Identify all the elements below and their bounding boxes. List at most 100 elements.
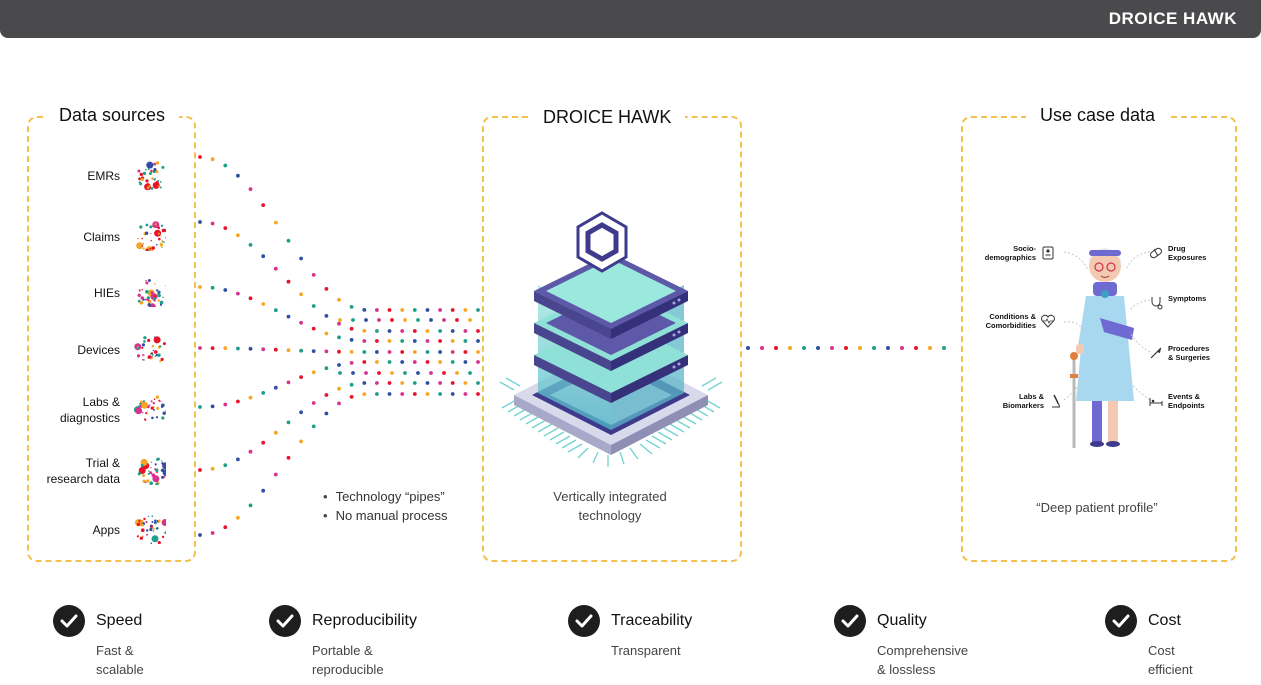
- usecase-item-label: Symptoms: [1168, 294, 1207, 303]
- pipe-dot: [210, 346, 215, 350]
- pipe-dot: [349, 305, 354, 309]
- pipe-dot: [375, 381, 379, 385]
- pipe-dot: [375, 360, 379, 364]
- output-dot: [788, 346, 792, 350]
- pipe-dot: [337, 335, 341, 340]
- pipe-dot: [400, 360, 405, 364]
- pipe-dot: [223, 346, 228, 351]
- pipe-dot: [476, 350, 480, 354]
- pipe-dot: [476, 308, 480, 312]
- pipe-dot: [248, 395, 253, 400]
- source-label: Trial & research data: [46, 456, 120, 486]
- pipe-dot: [400, 308, 405, 312]
- pipe-dot: [337, 363, 341, 367]
- feature-subtitle: Fast & scalable: [96, 643, 144, 677]
- pipe-dot: [198, 533, 202, 537]
- pipe-dot: [299, 320, 303, 325]
- pill-icon: [1148, 245, 1164, 261]
- pipe-dot: [400, 381, 405, 385]
- pipe-dot: [261, 203, 266, 208]
- pipe-dot: [416, 371, 420, 375]
- pipe-dot: [375, 350, 379, 354]
- brand-title: DROICE HAWK: [1108, 9, 1237, 28]
- pipe-dot: [236, 233, 240, 238]
- source-label: Devices: [77, 343, 120, 357]
- pipe-dot: [210, 466, 215, 471]
- patient-figure-icon: [1070, 248, 1134, 448]
- pipe-dot: [463, 329, 468, 333]
- apps-scatter-icon: [135, 515, 166, 544]
- pipe-dot: [223, 226, 228, 231]
- top-bar: DROICE HAWK: [0, 0, 1261, 38]
- output-dot: [760, 346, 764, 350]
- pipe-dot: [286, 279, 291, 284]
- pipe-dot: [362, 329, 367, 333]
- pipe-dot: [286, 455, 291, 460]
- pipe-dot: [438, 329, 442, 333]
- pipe-dot: [468, 371, 472, 375]
- pipe-dot: [223, 402, 228, 407]
- pipe-dot: [463, 392, 468, 396]
- pipe-dot: [337, 401, 341, 406]
- pipe-dot: [375, 339, 379, 343]
- pipe-dot: [338, 371, 342, 375]
- pipe-dot: [442, 318, 446, 322]
- source-label: EMRs: [87, 169, 120, 183]
- pipe-dot: [273, 347, 278, 352]
- checkmark-icon: [1105, 605, 1137, 637]
- pipe-dot: [438, 339, 442, 343]
- pipe-dot: [362, 350, 367, 354]
- pipe-dot: [210, 285, 215, 290]
- pipe-dot: [299, 410, 303, 415]
- pipe-dot: [349, 338, 354, 342]
- usecase-item-label: Drug Exposures: [1168, 244, 1207, 262]
- labs-scatter-icon: [133, 395, 166, 421]
- output-dot: [928, 346, 932, 350]
- output-dot: [914, 346, 918, 350]
- pipe-dot: [261, 302, 266, 306]
- pipe-dot: [463, 360, 468, 364]
- pipe-dot: [299, 439, 303, 444]
- pipe-dot: [248, 296, 253, 301]
- pipe-dot: [387, 308, 392, 312]
- engine-title: DROICE HAWK: [529, 107, 686, 128]
- pipe-dot: [387, 360, 392, 364]
- emr-scatter-icon: [137, 161, 165, 190]
- pipe-dot: [210, 221, 215, 226]
- microscope-icon: [1048, 393, 1064, 409]
- pipe-dot: [299, 348, 303, 353]
- checkmark-icon: [269, 605, 301, 637]
- pipe-dot: [324, 349, 329, 354]
- pipe-dot: [248, 187, 253, 192]
- usecase-item-label: Socio- demographics: [984, 244, 1036, 262]
- pipe-dot: [198, 346, 202, 350]
- trial-scatter-icon: [137, 457, 166, 485]
- pipe-dot: [324, 393, 329, 397]
- devices-scatter-icon: [134, 336, 166, 363]
- server-stack-icon: [499, 211, 723, 467]
- pipe-dot: [349, 382, 354, 387]
- usecase-item-label: Conditions & Comorbidities: [985, 312, 1036, 330]
- pipe-dot: [362, 360, 367, 364]
- feature-subtitle: Transparent: [611, 643, 681, 658]
- checkmark-icon: [568, 605, 600, 637]
- pipe-dot: [450, 350, 455, 354]
- pipe-dot: [337, 297, 341, 302]
- feature-title: Traceability: [611, 612, 693, 629]
- pipe-dot: [455, 318, 459, 322]
- pipe-dot: [324, 411, 329, 416]
- pipe-dot: [349, 395, 354, 399]
- pipe-dot: [377, 318, 381, 322]
- bullet-item: Technology “pipes”: [323, 487, 448, 506]
- pipe-dot: [450, 392, 455, 396]
- pipes-bullets: Technology “pipes” No manual process: [323, 487, 448, 525]
- pipe-dot: [387, 339, 392, 343]
- pipe-dot: [236, 515, 240, 520]
- pipe-dot: [210, 531, 215, 535]
- usecase-item-label: Labs & Biomarkers: [1002, 392, 1044, 410]
- pipe-dot: [236, 291, 240, 296]
- pipe-dot: [390, 318, 394, 322]
- source-label: Claims: [83, 230, 120, 244]
- usecase-title: Use case data: [1026, 105, 1170, 126]
- pipe-dot: [311, 401, 316, 405]
